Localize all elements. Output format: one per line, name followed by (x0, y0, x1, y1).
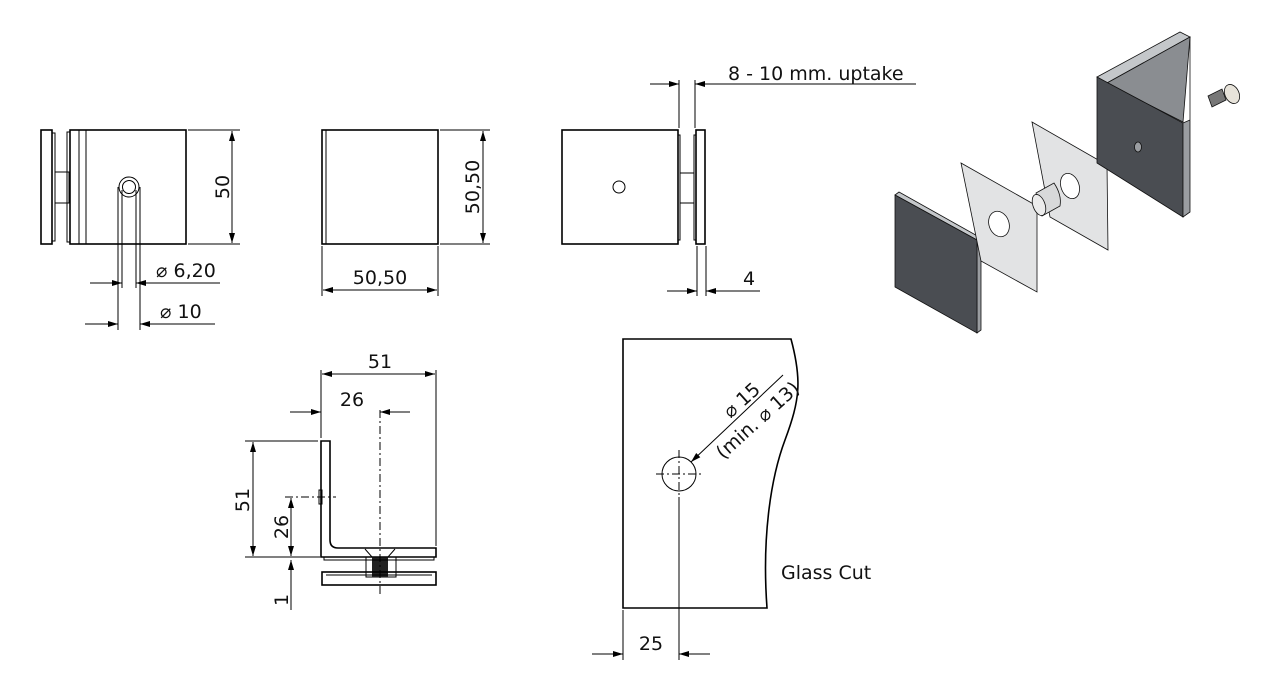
bracket-height-dim: 51 (232, 488, 254, 512)
exploded-view (894, 31, 1241, 334)
clear-gasket-1 (960, 162, 1038, 293)
bracket-width-dim: 51 (368, 351, 392, 373)
hole-inner (122, 180, 136, 194)
outer-diameter-dim: ⌀ 10 (160, 301, 202, 323)
angle-bracket (1096, 31, 1191, 218)
front-cover-plate (894, 191, 982, 334)
hole-height-dim: 26 (271, 515, 293, 539)
bracket-center-dim: 26 (340, 389, 364, 411)
cover-view: 50,50 50,50 (321, 129, 490, 296)
height-dim-50: 50 (212, 175, 234, 199)
screw (1207, 84, 1241, 108)
front-view: 50 ⌀ 6,20 ⌀ 10 (40, 129, 240, 330)
gap-dim: 1 (271, 594, 293, 606)
clear-gasket-2 (1031, 121, 1109, 251)
plate-thickness-dim: 4 (743, 268, 755, 290)
bracket-view: 51 26 51 26 1 (232, 351, 437, 610)
inner-diameter-dim: ⌀ 6,20 (156, 260, 216, 282)
edge-distance-dim: 25 (639, 633, 663, 655)
height-dim-50-50: 50,50 (462, 160, 484, 214)
side-view: 8 - 10 mm. uptake 4 (561, 63, 916, 296)
uptake-dim: 8 - 10 mm. uptake (728, 63, 904, 85)
width-dim-50-50: 50,50 (353, 267, 407, 289)
hole-outer (118, 176, 140, 198)
glass-cut-label: Glass Cut (781, 562, 871, 584)
glass-cut-view: ⌀ 15 (min. ⌀ 13) 25 Glass Cut (592, 338, 871, 660)
